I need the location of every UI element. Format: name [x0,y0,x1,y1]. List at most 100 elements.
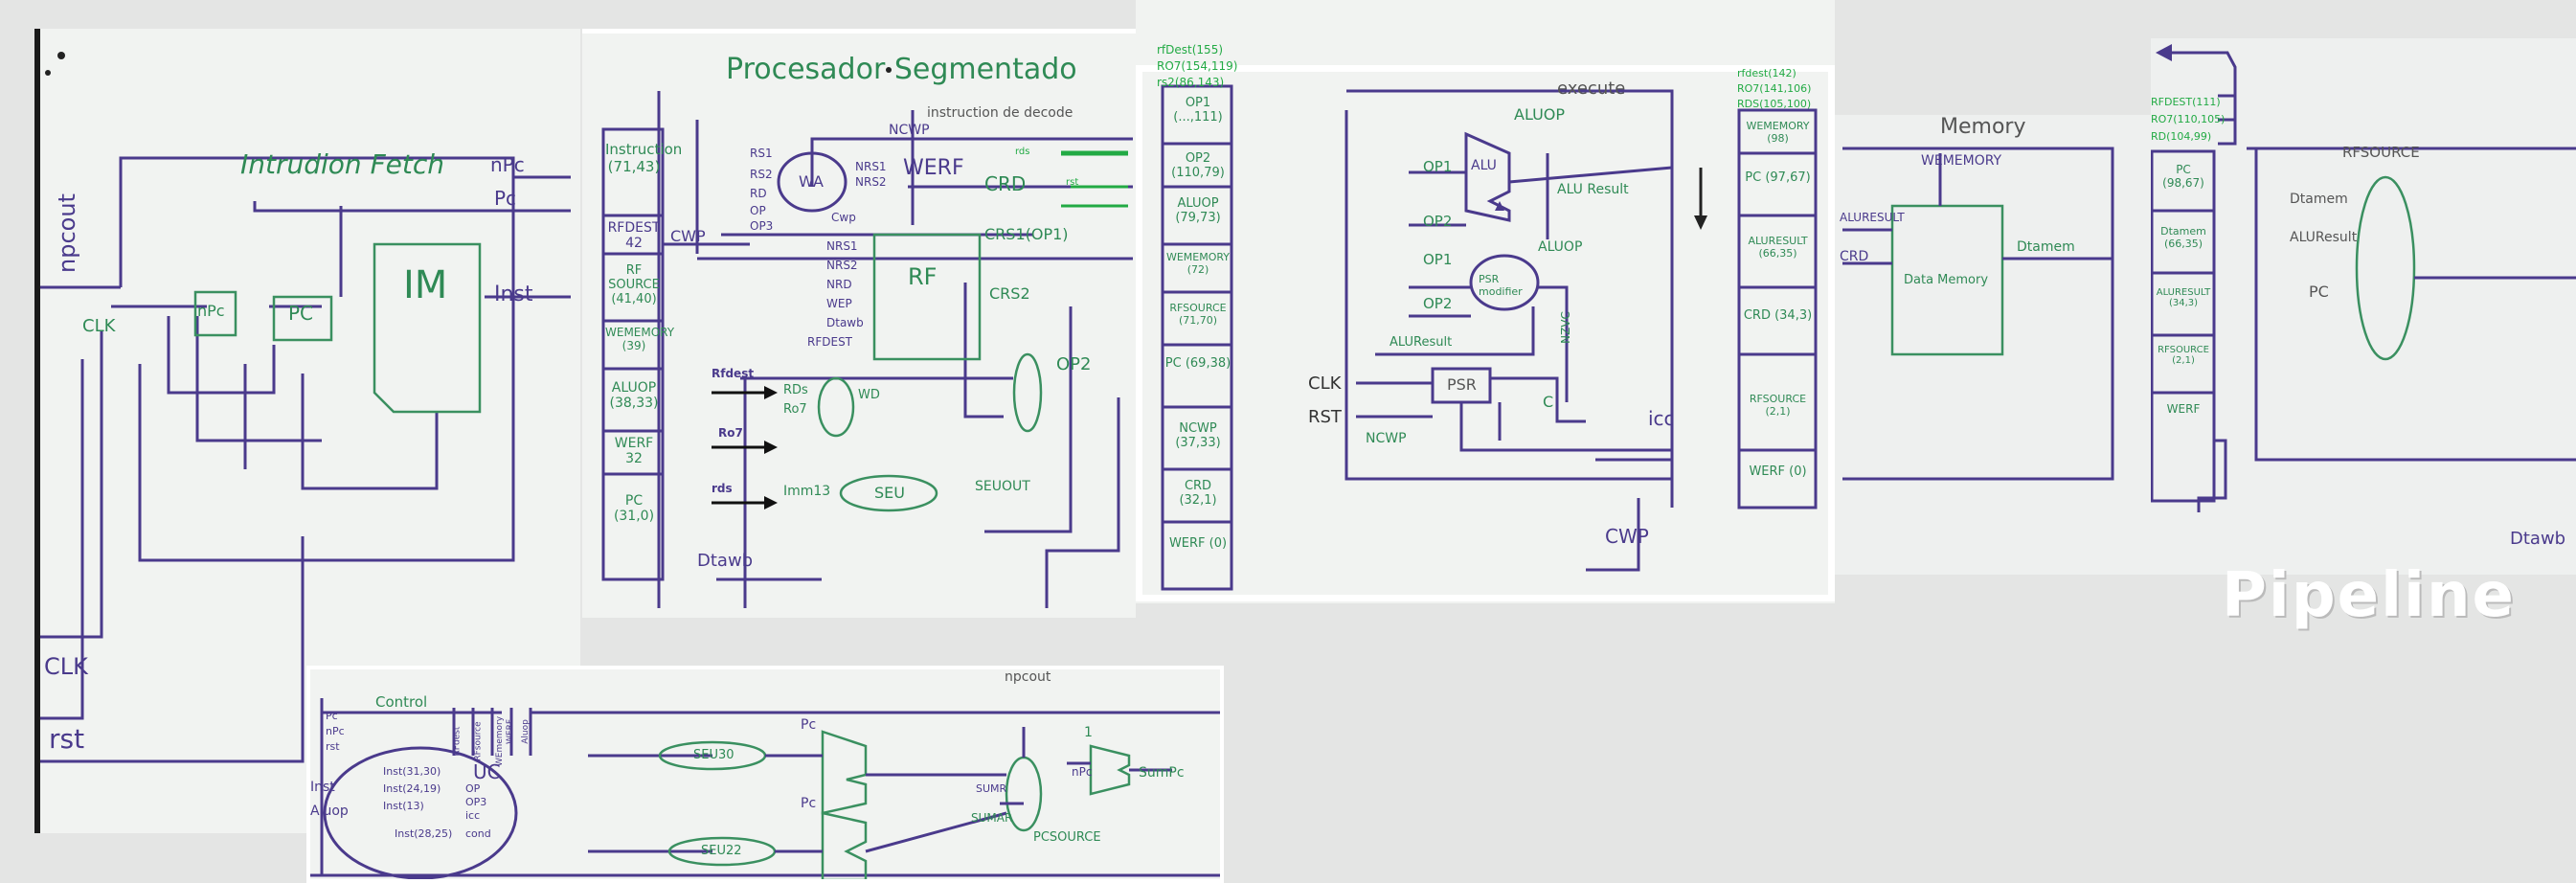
wb-mux-aluresult: ALUResult [2290,230,2358,245]
wa-port-nrs2: NRS2 [855,175,887,189]
seu-block-label: SEU [874,484,905,502]
op1-alu-label: OP1 [1423,158,1453,175]
exec-right-cell-wememory: WEMEMORY (98) [1746,120,1810,145]
werf-label: WERF [903,156,964,180]
exec-right-cell-pc: PC (97,67) [1745,170,1811,185]
control-col-rfsource: RFsource [473,721,484,761]
control-col-wememory: WEmemory [495,715,506,767]
reg-cell-rfdest: RFDEST 42 [607,220,661,251]
aluop-top-label: ALUOP [1514,105,1566,124]
rst-green-note: rst [1066,177,1079,188]
sumar-label: SUMAR [971,811,1013,825]
rf-port-dtawb: Dtawb [826,316,864,329]
ro7-arrow-label: Ro7 [718,426,743,440]
decode-title: Procesador Segmentado [726,53,1077,86]
exec-cell-ncwp: NCWP (37,33) [1175,421,1221,450]
psr-label: PSR [1447,375,1477,394]
clk-exec-label: CLK [1308,374,1342,394]
wb-cell-aluresult: ALURESULT (34,3) [2156,287,2211,308]
uc-input-2: Inst(13) [383,800,424,812]
decode-diagram [601,67,1133,608]
dtamem-label: Dtamem [2017,239,2075,255]
pipeline-label: Pipeline [2222,560,2516,631]
reg-cell-werf: WERF 32 [614,436,654,466]
execute-right-top-0: rfdest(142) [1737,67,1796,79]
npc-control-label: nPc [1072,765,1093,779]
exec-right-cell-aluresult: ALURESULT (66,35) [1748,235,1808,260]
uc-output-icc: icc [465,809,481,822]
wa-port-cwp: Cwp [831,211,856,224]
aluop-psr-label: ALUOP [1538,239,1583,255]
npcout-label: npcout [54,193,80,273]
control-input-inst: Inst [310,780,335,795]
pc-out-label: Pc [494,187,517,210]
op1-psr-label: OP1 [1423,251,1453,268]
exec-right-cell-rfsource: RFSOURCE (2,1) [1749,393,1807,418]
exec-cell-pc: PC (69,38) [1164,356,1232,371]
pc-label-top: Pc [801,717,817,733]
control-input-rst: rst [326,740,340,753]
exec-right-cell-crd: CRD (34,3) [1743,308,1813,323]
left-edge-bar [34,29,40,833]
clk-bottom-label: CLK [44,653,88,680]
execute-title: execute [1557,79,1626,99]
reg-cell-pc: PC (31,0) [613,493,655,524]
im-block-label: IM [403,263,448,307]
rds-arrow-label: rds [712,482,733,495]
control-title: Control [375,693,428,711]
crd-mem-label: CRD [1840,249,1869,264]
ncwp-exec-label: NCWP [1366,431,1407,446]
exec-cell-rfsource: RFSOURCE (71,70) [1169,302,1227,327]
rds-green-note: rds [1015,147,1030,157]
wa-port-nrs1: NRS1 [855,160,887,173]
wa-port-rs2: RS2 [750,168,773,181]
wa-block-label: WA [799,172,824,191]
rf-block-label: RF [908,263,938,290]
memory-title: Memory [1940,115,2026,139]
sumr-label: SUMR [976,782,1007,795]
rf-port-nrs1: NRS1 [826,239,858,253]
wb-cell-pc: PC (98,67) [2162,163,2204,190]
control-col-rfdest: RFdest [452,726,463,757]
crd-label: CRD [984,172,1027,195]
nzvc-label: NZVC [1558,311,1572,344]
fetch-diagram [34,52,571,763]
rf-port-nrs2: NRS2 [826,259,858,272]
rf-port-wep: WEP [826,297,852,310]
uc-output-op3: OP3 [465,796,487,808]
mux-input-rds: RDs [783,383,808,397]
inst-label: Inst [494,283,533,306]
rf-port-rfdest: RFDEST [807,335,853,349]
writeback-diagram [2151,44,2576,512]
pcsource-label: PCSOURCE [1033,830,1101,845]
rst-exec-label: RST [1308,407,1342,427]
exec-cell-crd: CRD (32,1) [1179,479,1217,508]
uc-input-0: Inst(31,30) [383,765,441,778]
reg-cell-wememory: WEMEMORY (39) [605,326,675,352]
decode-stage-board: Procesador Segmentado instruction de dec… [582,29,1136,618]
wb-mux-dtamem: Dtamem [2290,192,2348,207]
alu-result-top-label: ALU Result [1557,182,1629,197]
control-input-npc: nPc [326,725,345,737]
dtawb-label: Dtawb [697,551,754,571]
sumpc-label: SumPc [1139,765,1185,781]
uc-output-op: OP [465,782,481,795]
rfsource-title: RFSOURCE [2342,144,2420,161]
memory-diagram [1842,147,2114,481]
c-label: C [1543,393,1554,411]
control-col-werf: WERF [506,718,516,745]
exec-cell-wememory: WEMEMORY (72) [1165,251,1231,276]
crs1-label: CRS1(OP1) [984,225,1069,243]
writeback-stage-board: RFDEST(111) RO7(110,105) RD(104,99) RFSO… [2151,38,2576,575]
uc-input-1: Inst(24,19) [383,782,441,795]
wb-cell-dtamem: Dtamem (66,35) [2160,225,2206,250]
psr-modifier-label: PSR modifier [1479,273,1523,298]
execute-white-frame [1136,65,1835,601]
execute-right-top-2: RDS(105,100) [1737,98,1812,110]
alu-result-label: ALUResult [1390,335,1453,350]
cwp-label: CWP [670,227,706,245]
pc-label-bottom: Pc [801,796,817,811]
control-stage-board: Control UC Pc nPc rst Inst Aluop Inst(31… [306,666,1224,883]
npc-block-label: nPc [197,302,225,320]
decode-header-note: instruction de decode [927,105,1073,121]
